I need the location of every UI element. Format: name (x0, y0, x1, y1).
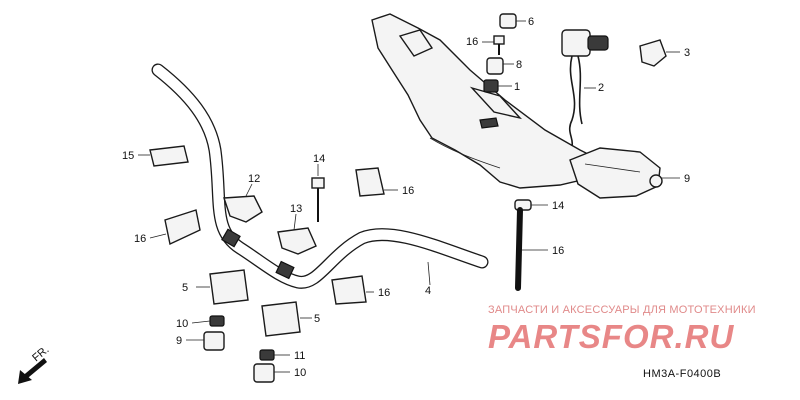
cover-end-cap (569, 147, 663, 199)
callout-8: 8 (516, 59, 522, 71)
callout-3: 3 (684, 47, 690, 59)
callout-5-right: 5 (314, 313, 320, 325)
cable-clip-16b (164, 209, 201, 246)
switch-harness (561, 29, 609, 147)
callout-13: 16 (552, 245, 564, 257)
callout-16-a: 15 (122, 150, 134, 162)
callout-15: 14 (313, 153, 325, 165)
handlebar-cover (371, 13, 601, 189)
band-11 (514, 199, 532, 211)
callout-14-left: 12 (248, 173, 260, 185)
upper-holder-right (277, 227, 317, 255)
cap-6 (499, 13, 517, 29)
callout-11: 14 (552, 200, 564, 212)
callout-9-right: 10 (294, 367, 306, 379)
handlebar-knurl-left (221, 228, 241, 248)
cable-clip-16c (355, 167, 385, 197)
nut-9-right (253, 363, 275, 383)
washer-10-right (259, 349, 275, 361)
handlebar (151, 63, 489, 289)
callout-5-left: 5 (182, 282, 188, 294)
bolt-15 (311, 177, 325, 222)
callout-7: 9 (684, 173, 690, 185)
handlebar-knurl-right (275, 260, 295, 280)
callout-16-c: 16 (402, 185, 414, 197)
washer-10-left (209, 315, 225, 327)
grommet-8 (486, 57, 504, 75)
callout-group: 6 16 8 1 2 3 9 14 16 4 14 12 13 5 5 10 9 (122, 16, 690, 379)
callout-16-d: 16 (378, 287, 390, 299)
tube-13 (515, 207, 523, 291)
lower-holder-left (209, 269, 249, 305)
callout-14-right: 13 (290, 203, 302, 215)
front-indicator-label: FR. (30, 344, 51, 365)
upper-holder-left (223, 195, 263, 223)
nut-9-left (203, 331, 225, 351)
nut-1 (483, 79, 499, 93)
front-direction-arrow (18, 358, 47, 384)
drawing-code: HM3A-F0400B (643, 368, 722, 380)
clip-3 (639, 39, 667, 67)
cable-clip-16d (331, 275, 367, 305)
callout-9-left: 9 (176, 335, 182, 347)
callout-4: 4 (425, 285, 431, 297)
cable-clip-16a (149, 145, 189, 167)
callout-2: 2 (598, 82, 604, 94)
callout-6: 6 (528, 16, 534, 28)
callout-16-b: 16 (134, 233, 146, 245)
watermark-logo: PARTSFOR.RU (488, 318, 735, 355)
screw-12 (493, 35, 505, 55)
watermark-tagline: ЗАПЧАСТИ И АКСЕССУАРЫ ДЛЯ МОТОТЕХНИКИ (488, 304, 756, 316)
callout-12: 16 (466, 36, 478, 48)
lower-holder-right (261, 301, 301, 337)
callout-10-left: 10 (176, 318, 188, 330)
callout-10-right: 11 (294, 350, 305, 362)
callout-1: 1 (514, 81, 520, 93)
